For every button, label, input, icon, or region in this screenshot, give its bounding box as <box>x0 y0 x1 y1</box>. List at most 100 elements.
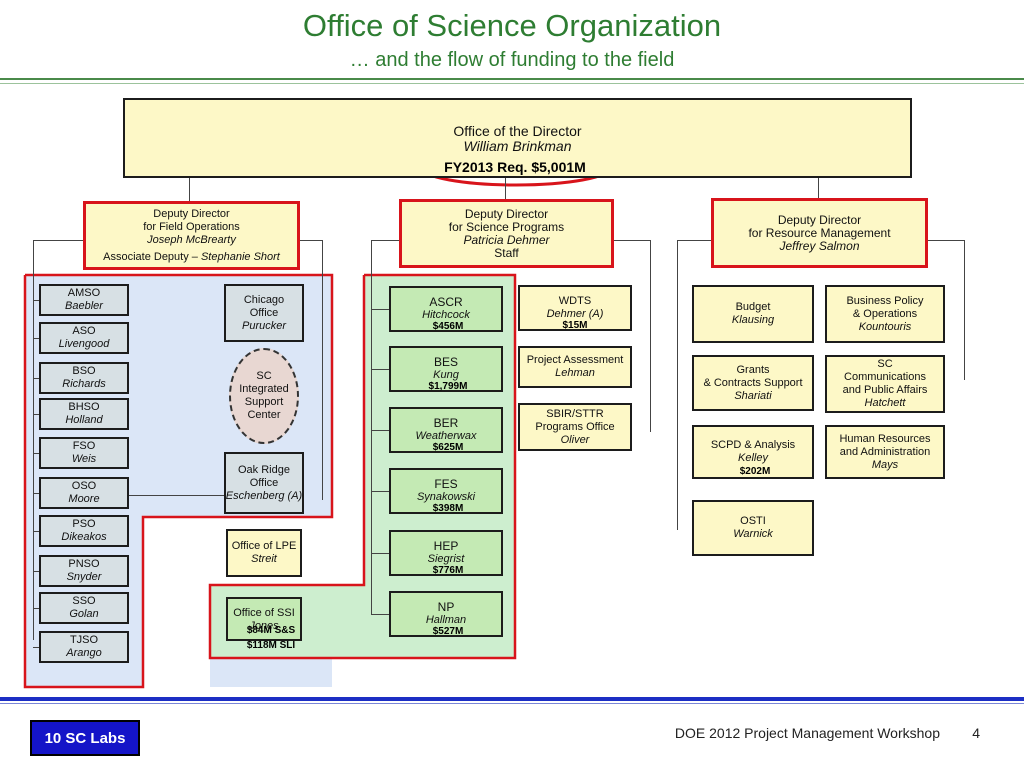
connector <box>33 338 39 339</box>
office-of-director-box: Office of the Director William Brinkman <box>123 98 912 178</box>
connector <box>677 240 678 530</box>
site-office-name: Golan <box>69 608 99 620</box>
site-office-code: TJSO <box>69 634 99 646</box>
ssi-line1: Office of SSI <box>233 607 295 619</box>
oak-ridge-office-box: Oak Ridge Office Eschenberg (A) <box>224 452 304 514</box>
connector <box>505 178 506 200</box>
site-office-code: OSO <box>71 480 97 492</box>
page-subtitle: … and the flow of funding to the field <box>349 49 675 71</box>
program-code: NP <box>437 600 455 614</box>
deputy-field-assoc: Associate Deputy – Stephanie Short <box>103 251 280 264</box>
osti-name: Warnick <box>733 528 773 540</box>
site-office-name: Snyder <box>66 571 102 583</box>
isc-line3: Support <box>244 396 284 408</box>
site-office-code: FSO <box>72 440 96 452</box>
connector <box>33 453 39 454</box>
page-title: Office of Science Organization <box>302 8 722 43</box>
connector <box>371 491 389 492</box>
connector <box>33 378 39 379</box>
scpa-line3: and Public Affairs <box>842 384 928 396</box>
deputy-science-name: Patricia Dehmer <box>463 232 550 247</box>
office-of-ssi-box: Office of SSI Jones <box>226 597 302 641</box>
connector <box>189 178 190 202</box>
connector <box>371 369 389 370</box>
wdts-name: Dehmer (A) <box>546 308 604 320</box>
sc-labs-badge: 10 SC Labs <box>30 720 140 756</box>
connector <box>33 571 39 572</box>
connector <box>322 240 323 500</box>
deputy-field-operations-box: Deputy Director for Field Operations Jos… <box>83 201 300 270</box>
scpa-line1: SC <box>877 358 893 370</box>
site-office-name: Livengood <box>58 338 110 350</box>
isc-line2: Integrated <box>239 383 289 395</box>
connector <box>128 495 224 496</box>
business-policy-box: Business Policy & Operations Kountouris <box>825 285 945 343</box>
program-code: HEP <box>433 539 459 553</box>
ssi-name: Jones <box>249 620 279 632</box>
site-office-name: Moore <box>68 493 100 505</box>
deputy-resource-line1: Deputy Director <box>777 212 862 227</box>
scpa-line2: Communications <box>844 371 926 383</box>
header-divider-thin <box>0 83 1024 84</box>
program-amount: $398M <box>432 503 464 514</box>
wdts-amount: $15M <box>562 320 588 331</box>
project-assessment-box: Project Assessment Lehman <box>518 346 632 388</box>
director-name: William Brinkman <box>463 138 572 154</box>
chicago-line1: Chicago <box>243 293 285 306</box>
chicago-office-box: Chicago Office Purucker <box>224 284 304 342</box>
deputy-resource-name: Jeffrey Salmon <box>779 238 860 253</box>
connector <box>928 240 964 241</box>
assoc-name: Stephanie Short <box>200 250 280 263</box>
scpd-name: Kelley <box>738 452 768 464</box>
connector <box>33 414 39 415</box>
program-director: Weatherwax <box>415 430 477 442</box>
budget-name: Klausing <box>731 314 775 326</box>
connector <box>33 493 39 494</box>
scpa-name: Hatchett <box>864 397 906 409</box>
site-office-code: SSO <box>72 595 96 607</box>
director-title: Office of the Director <box>453 123 582 139</box>
connector <box>650 240 651 432</box>
hr-line1: Human Resources <box>839 432 931 445</box>
deputy-resource-line2: for Resource Management <box>748 225 891 240</box>
scpd-amount: $202M <box>739 466 771 477</box>
deputy-science-line2: for Science Programs <box>448 219 565 234</box>
site-office-code: BHSO <box>68 401 100 413</box>
connector <box>33 531 39 532</box>
deputy-resource-management-box: Deputy Director for Resource Management … <box>711 198 928 268</box>
wdts-code: WDTS <box>558 295 592 307</box>
site-office-name: Weis <box>71 453 97 465</box>
site-office-name: Baebler <box>65 300 103 312</box>
sbir-name: Oliver <box>560 433 590 446</box>
program-director: Hitchcock <box>422 309 470 321</box>
sc-communications-box: SC Communications and Public Affairs Hat… <box>825 355 945 413</box>
site-office-name: Richards <box>62 378 106 390</box>
grants-contracts-box: Grants & Contracts Support Shariati <box>692 355 814 411</box>
budget-box: Budget Klausing <box>692 285 814 343</box>
pa-name: Lehman <box>555 367 595 379</box>
bpo-name: Kountouris <box>858 320 912 333</box>
sbir-line2: Programs Office <box>535 420 615 433</box>
program-director: Synakowski <box>416 491 476 503</box>
connector <box>371 553 389 554</box>
connector <box>33 608 39 609</box>
bpo-line1: Business Policy <box>846 294 924 307</box>
oakridge-name: Eschenberg (A) <box>225 489 303 502</box>
connector <box>371 240 372 615</box>
site-office-code: PSO <box>72 518 96 530</box>
connector <box>371 614 389 615</box>
wdts-box: WDTS Dehmer (A) <box>518 285 632 331</box>
hr-line2: and Administration <box>839 445 931 458</box>
